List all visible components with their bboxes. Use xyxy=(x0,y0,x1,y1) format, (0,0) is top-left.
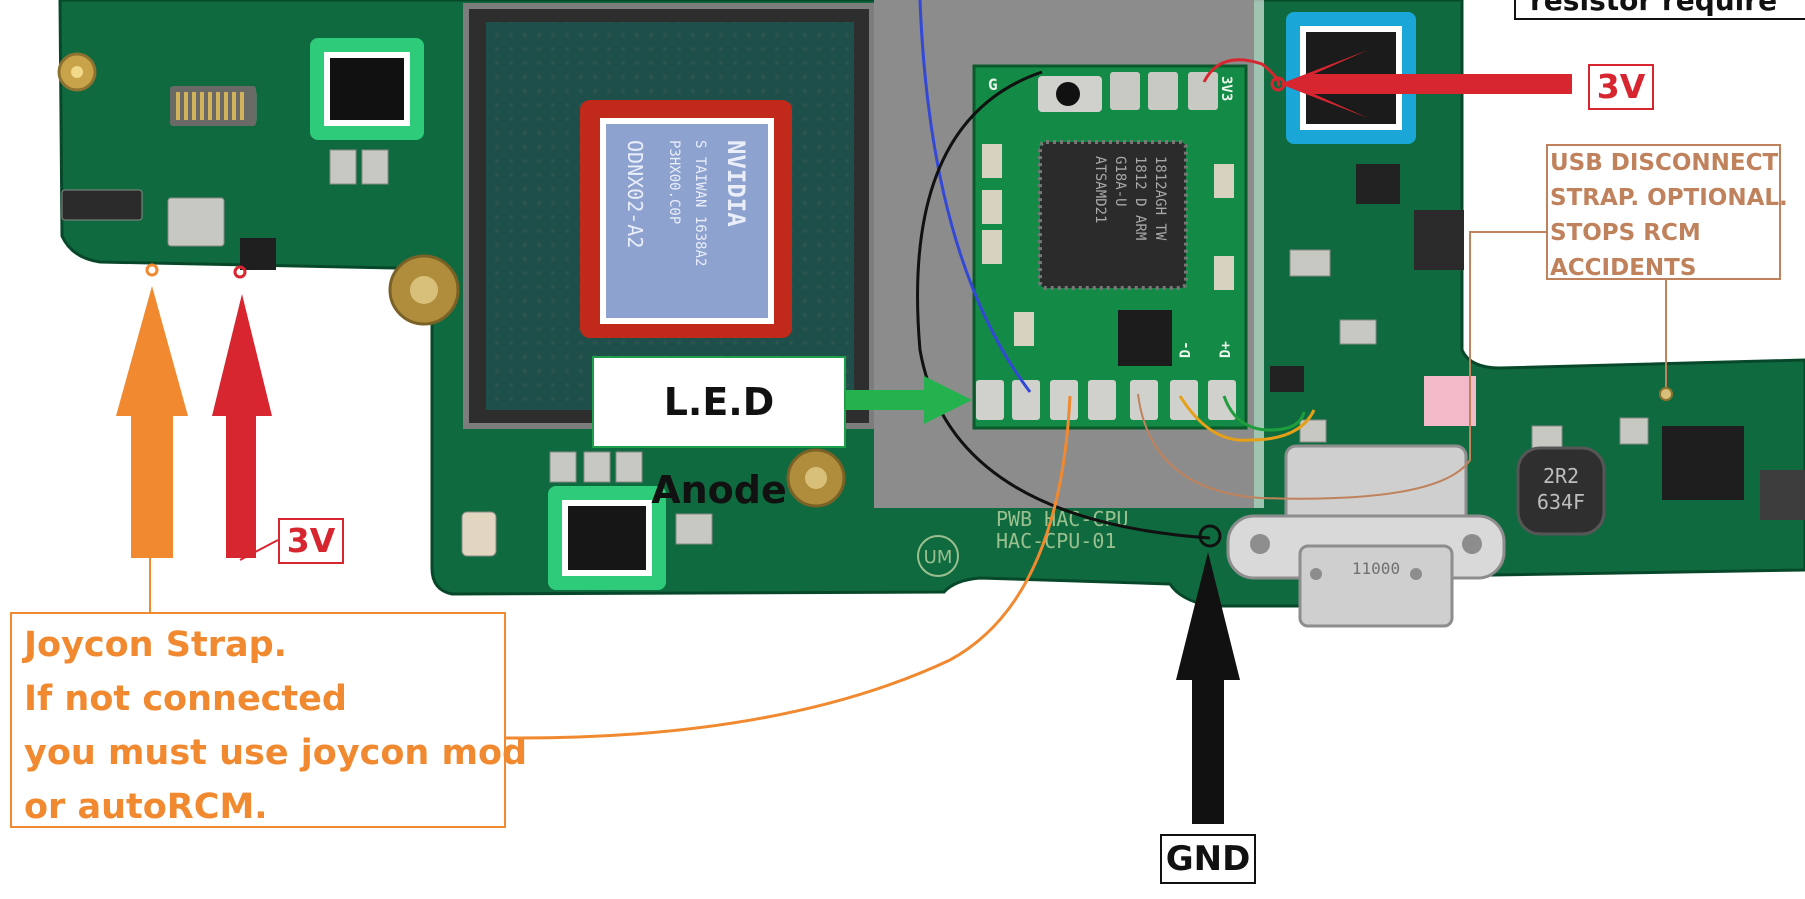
led-anode-label: L.E.D Anode xyxy=(592,356,846,512)
gpu-text-brand: NVIDIA xyxy=(722,140,750,227)
arrow-gnd xyxy=(1176,552,1240,824)
joycon-note-line-3: you must use joycon mod xyxy=(24,733,528,773)
mcu-text-1: ATSAMD21 xyxy=(1092,156,1108,223)
ground-label: GND xyxy=(1160,834,1256,884)
board-silk-2: HAC-CPU-01 xyxy=(996,529,1116,553)
gpu-text-line2: S TAIWAN 1638A2 xyxy=(692,140,708,266)
joycon-note-line-1: Joycon Strap. xyxy=(24,625,287,665)
modchip-module: ATSAMD21 G18A-U 1812 D ARM 1812AGH TW G … xyxy=(972,64,1248,430)
arrow-led xyxy=(846,376,972,424)
usb-c-port: 11000 xyxy=(1226,444,1506,628)
usb-note-line-4: ACCIDENTS xyxy=(1550,255,1697,281)
yellow-wire xyxy=(1178,395,1316,442)
highlight-chip-top-left xyxy=(310,38,424,140)
inductor-text-2: 634F xyxy=(1537,490,1585,514)
power-3v-label-top: 3V xyxy=(1588,64,1654,110)
blue-wire xyxy=(918,0,1032,393)
usb-strap-wire xyxy=(1137,231,1546,500)
joycon-strap-note: Joycon Strap. If not connected you must … xyxy=(10,612,528,828)
black-wire xyxy=(916,70,1211,540)
pin-label-dminus: D- xyxy=(1178,341,1194,358)
pin-label-dplus: D+ xyxy=(1218,341,1234,358)
power-3v-label-left: 3V xyxy=(278,518,344,564)
inductor-text-1: 2R2 xyxy=(1543,464,1579,488)
pin-label-g: G xyxy=(988,75,998,94)
resistor-note-label: resistor require xyxy=(1514,0,1805,20)
joycon-solder-point xyxy=(145,263,159,277)
highlight-chip-bottom xyxy=(548,486,666,590)
joycon-note-line-2: If not connected xyxy=(24,679,347,719)
usb-port-marking: 11000 xyxy=(1352,559,1400,578)
arrow-3v-left xyxy=(212,294,272,558)
mcu-text-4: 1812AGH TW xyxy=(1152,156,1168,241)
gpu-text-line4: ODNX02-A2 xyxy=(623,140,647,248)
red-wire xyxy=(1202,58,1281,87)
3v-solder-point-left xyxy=(233,265,247,279)
usb-note-line-1: USB DISCONNECT xyxy=(1550,150,1779,176)
arrow-joycon xyxy=(116,286,188,558)
joycon-note-line-4: or autoRCM. xyxy=(24,787,268,827)
gnd-solder-point xyxy=(1198,524,1222,548)
usb-strap-note: USB DISCONNECT STRAP. OPTIONAL. STOPS RC… xyxy=(1546,144,1788,281)
green-wire xyxy=(1222,395,1306,432)
pin-label-3v3: 3V3 xyxy=(1218,76,1234,101)
arrow-3v-top xyxy=(1280,50,1572,118)
gpu-soc: NVIDIA S TAIWAN 1638A2 P3HX00.C0P ODNX02… xyxy=(463,3,875,429)
usb-note-line-3: STOPS RCM xyxy=(1550,220,1701,246)
board-silk-3: UM xyxy=(924,547,953,568)
gpu-text-line3: P3HX00.C0P xyxy=(666,140,682,224)
mcu-text-3: 1812 D ARM xyxy=(1132,156,1148,240)
board-silk-1: PWB HAC-CPU xyxy=(996,507,1128,531)
orange-wire xyxy=(505,395,1072,740)
mcu-text-2: G18A-U xyxy=(1112,156,1128,207)
usb-note-line-2: STRAP. OPTIONAL. xyxy=(1550,185,1788,211)
